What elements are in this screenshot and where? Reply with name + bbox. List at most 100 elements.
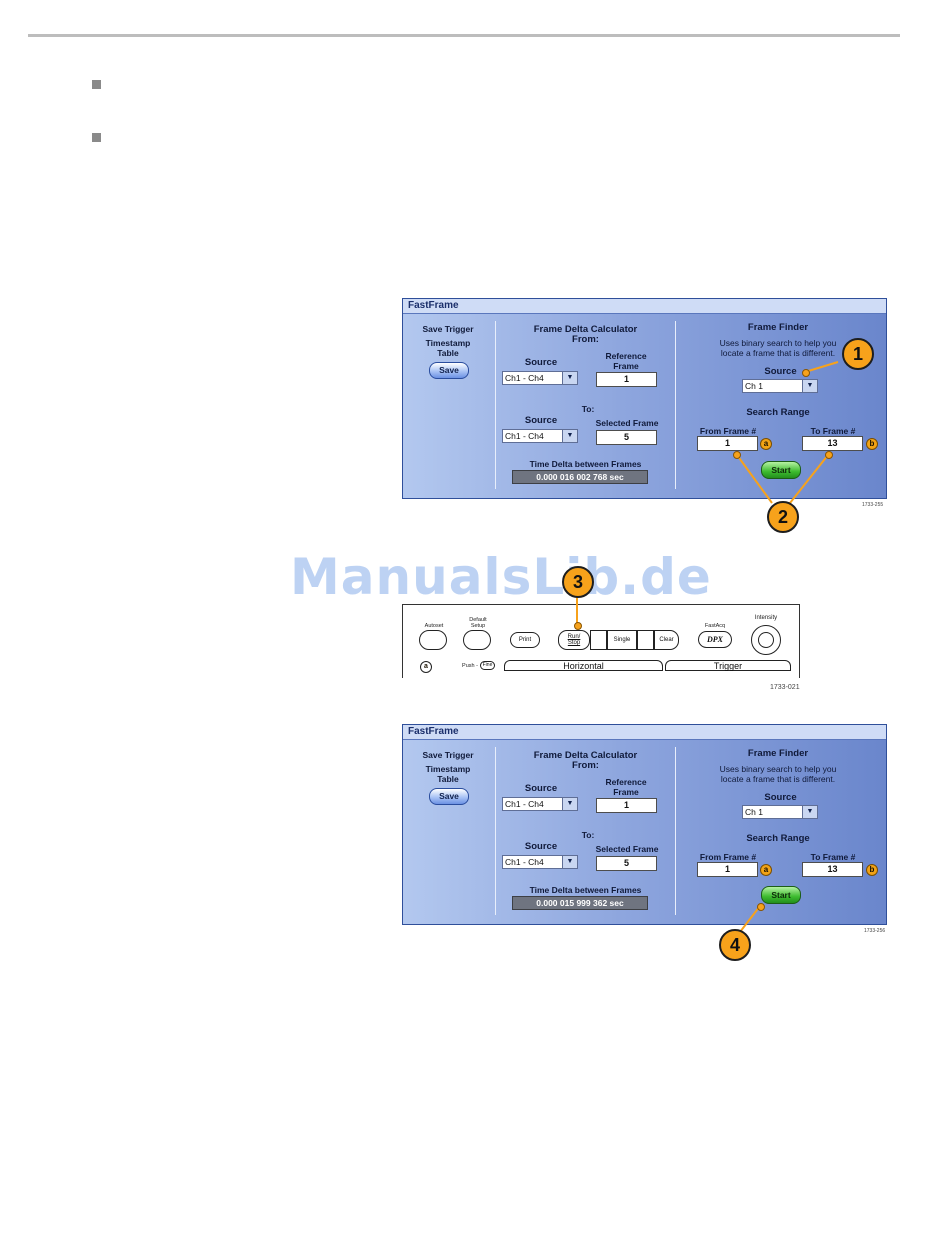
reference-frame-label: Reference Frame: [605, 777, 647, 797]
panel-title: FastFrame: [403, 299, 886, 314]
finder-source-label: Source: [764, 792, 797, 803]
selected-frame-label: Selected Frame: [595, 418, 659, 428]
select-value: Ch 1: [745, 807, 763, 817]
to-frame-field[interactable]: 13: [802, 862, 863, 877]
marker-a: a: [760, 864, 772, 876]
from-source-select[interactable]: Ch1 - Ch4 ▼: [502, 797, 578, 811]
horizontal-section: Horizontal: [504, 660, 663, 671]
fastacq-label: FastAcq: [704, 623, 726, 629]
divider: [495, 747, 496, 915]
figure-id: 1733-256: [864, 928, 886, 934]
callout-dot: [757, 903, 765, 911]
reference-frame-label: Reference Frame: [605, 351, 647, 371]
selected-frame-label: Selected Frame: [595, 844, 659, 854]
start-button[interactable]: Start: [761, 461, 801, 479]
autoset-button[interactable]: [419, 630, 447, 650]
to-source-select[interactable]: Ch1 - Ch4 ▼: [502, 429, 578, 443]
calc-title: Frame Delta Calculator: [533, 750, 638, 761]
select-value: Ch1 - Ch4: [505, 373, 544, 383]
time-delta-value: 0.000 015 999 362 sec: [512, 896, 648, 910]
callout-3: 3: [562, 566, 594, 598]
run-stop-button[interactable]: Run/ Stop: [558, 630, 590, 650]
divider: [495, 321, 496, 489]
finder-description: Uses binary search to help you locate a …: [719, 764, 837, 784]
time-delta-value: 0.000 016 002 768 sec: [512, 470, 648, 484]
calc-title: Frame Delta Calculator: [533, 324, 638, 335]
reference-frame-field[interactable]: 1: [596, 372, 657, 387]
marker-b: b: [866, 864, 878, 876]
intensity-knob[interactable]: [751, 625, 781, 655]
top-rule: [28, 34, 900, 37]
save-trigger-label: Save Trigger: [422, 750, 474, 760]
from-frame-field[interactable]: 1: [697, 436, 758, 451]
selected-frame-field[interactable]: 5: [596, 856, 657, 871]
to-frame-label: To Frame #: [810, 426, 856, 436]
search-range-label: Search Range: [746, 407, 810, 418]
save-button[interactable]: Save: [429, 362, 469, 379]
autoset-label: Autoset: [424, 623, 444, 629]
select-value: Ch1 - Ch4: [505, 431, 544, 441]
from-source-label: Source: [524, 357, 558, 368]
to-source-select[interactable]: Ch1 - Ch4 ▼: [502, 855, 578, 869]
figure-id: 1733-255: [862, 502, 884, 508]
default-setup-button[interactable]: [463, 630, 491, 650]
fastframe-panel-1: FastFrame Save Trigger Timestamp Table S…: [402, 298, 887, 499]
finder-title: Frame Finder: [747, 322, 809, 333]
save-button[interactable]: Save: [429, 788, 469, 805]
select-value: Ch 1: [745, 381, 763, 391]
from-frame-field[interactable]: 1: [697, 862, 758, 877]
select-value: Ch1 - Ch4: [505, 857, 544, 867]
intensity-label: Intensity: [754, 615, 778, 621]
finder-title: Frame Finder: [747, 748, 809, 759]
chevron-down-icon[interactable]: ▼: [562, 430, 577, 442]
save-trigger-label: Save Trigger: [422, 324, 474, 334]
divider: [675, 321, 676, 489]
knob-center: [758, 632, 774, 648]
finder-description: Uses binary search to help you locate a …: [719, 338, 837, 358]
from-frame-label: From Frame #: [699, 426, 757, 436]
from-frame-label: From Frame #: [699, 852, 757, 862]
finder-source-select[interactable]: Ch 1 ▼: [742, 805, 818, 819]
chevron-down-icon[interactable]: ▼: [562, 798, 577, 810]
to-label: To:: [581, 830, 595, 840]
chevron-down-icon[interactable]: ▼: [562, 856, 577, 868]
from-source-select[interactable]: Ch1 - Ch4 ▼: [502, 371, 578, 385]
bullet-1: [92, 80, 101, 89]
chevron-down-icon[interactable]: ▼: [802, 806, 817, 818]
panel-title: FastFrame: [403, 725, 886, 740]
single-button[interactable]: Single: [607, 630, 637, 650]
from-label: From:: [572, 334, 599, 345]
to-frame-field[interactable]: 13: [802, 436, 863, 451]
reference-frame-field[interactable]: 1: [596, 798, 657, 813]
clear-button[interactable]: Clear: [654, 630, 679, 650]
chevron-down-icon[interactable]: ▼: [802, 380, 817, 392]
callout-1: 1: [842, 338, 874, 370]
front-panel: Autoset Default Setup Print Run/ Stop Si…: [402, 604, 800, 678]
fastframe-panel-2: FastFrame Save Trigger Timestamp Table S…: [402, 724, 887, 925]
to-label: To:: [581, 404, 595, 414]
from-label: From:: [572, 760, 599, 771]
single-indicator: [637, 630, 654, 650]
finder-source-select[interactable]: Ch 1 ▼: [742, 379, 818, 393]
print-button[interactable]: Print: [510, 632, 540, 648]
time-delta-label: Time Delta between Frames: [529, 885, 642, 895]
callout-dot: [733, 451, 741, 459]
trigger-section: Trigger: [665, 660, 791, 671]
search-range-label: Search Range: [746, 833, 810, 844]
finder-source-label: Source: [764, 366, 797, 377]
fine-button[interactable]: Fine: [480, 661, 495, 670]
to-frame-label: To Frame #: [810, 852, 856, 862]
run-stop-indicator: [590, 630, 607, 650]
chevron-down-icon[interactable]: ▼: [562, 372, 577, 384]
dpx-button[interactable]: DPX: [698, 631, 732, 648]
callout-2: 2: [767, 501, 799, 533]
bullet-2: [92, 133, 101, 142]
selected-frame-field[interactable]: 5: [596, 430, 657, 445]
timestamp-table-label: Timestamp Table: [425, 338, 471, 358]
from-source-label: Source: [524, 783, 558, 794]
callout-4: 4: [719, 929, 751, 961]
select-value: Ch1 - Ch4: [505, 799, 544, 809]
to-source-label: Source: [524, 841, 558, 852]
start-button[interactable]: Start: [761, 886, 801, 904]
timestamp-table-label: Timestamp Table: [425, 764, 471, 784]
